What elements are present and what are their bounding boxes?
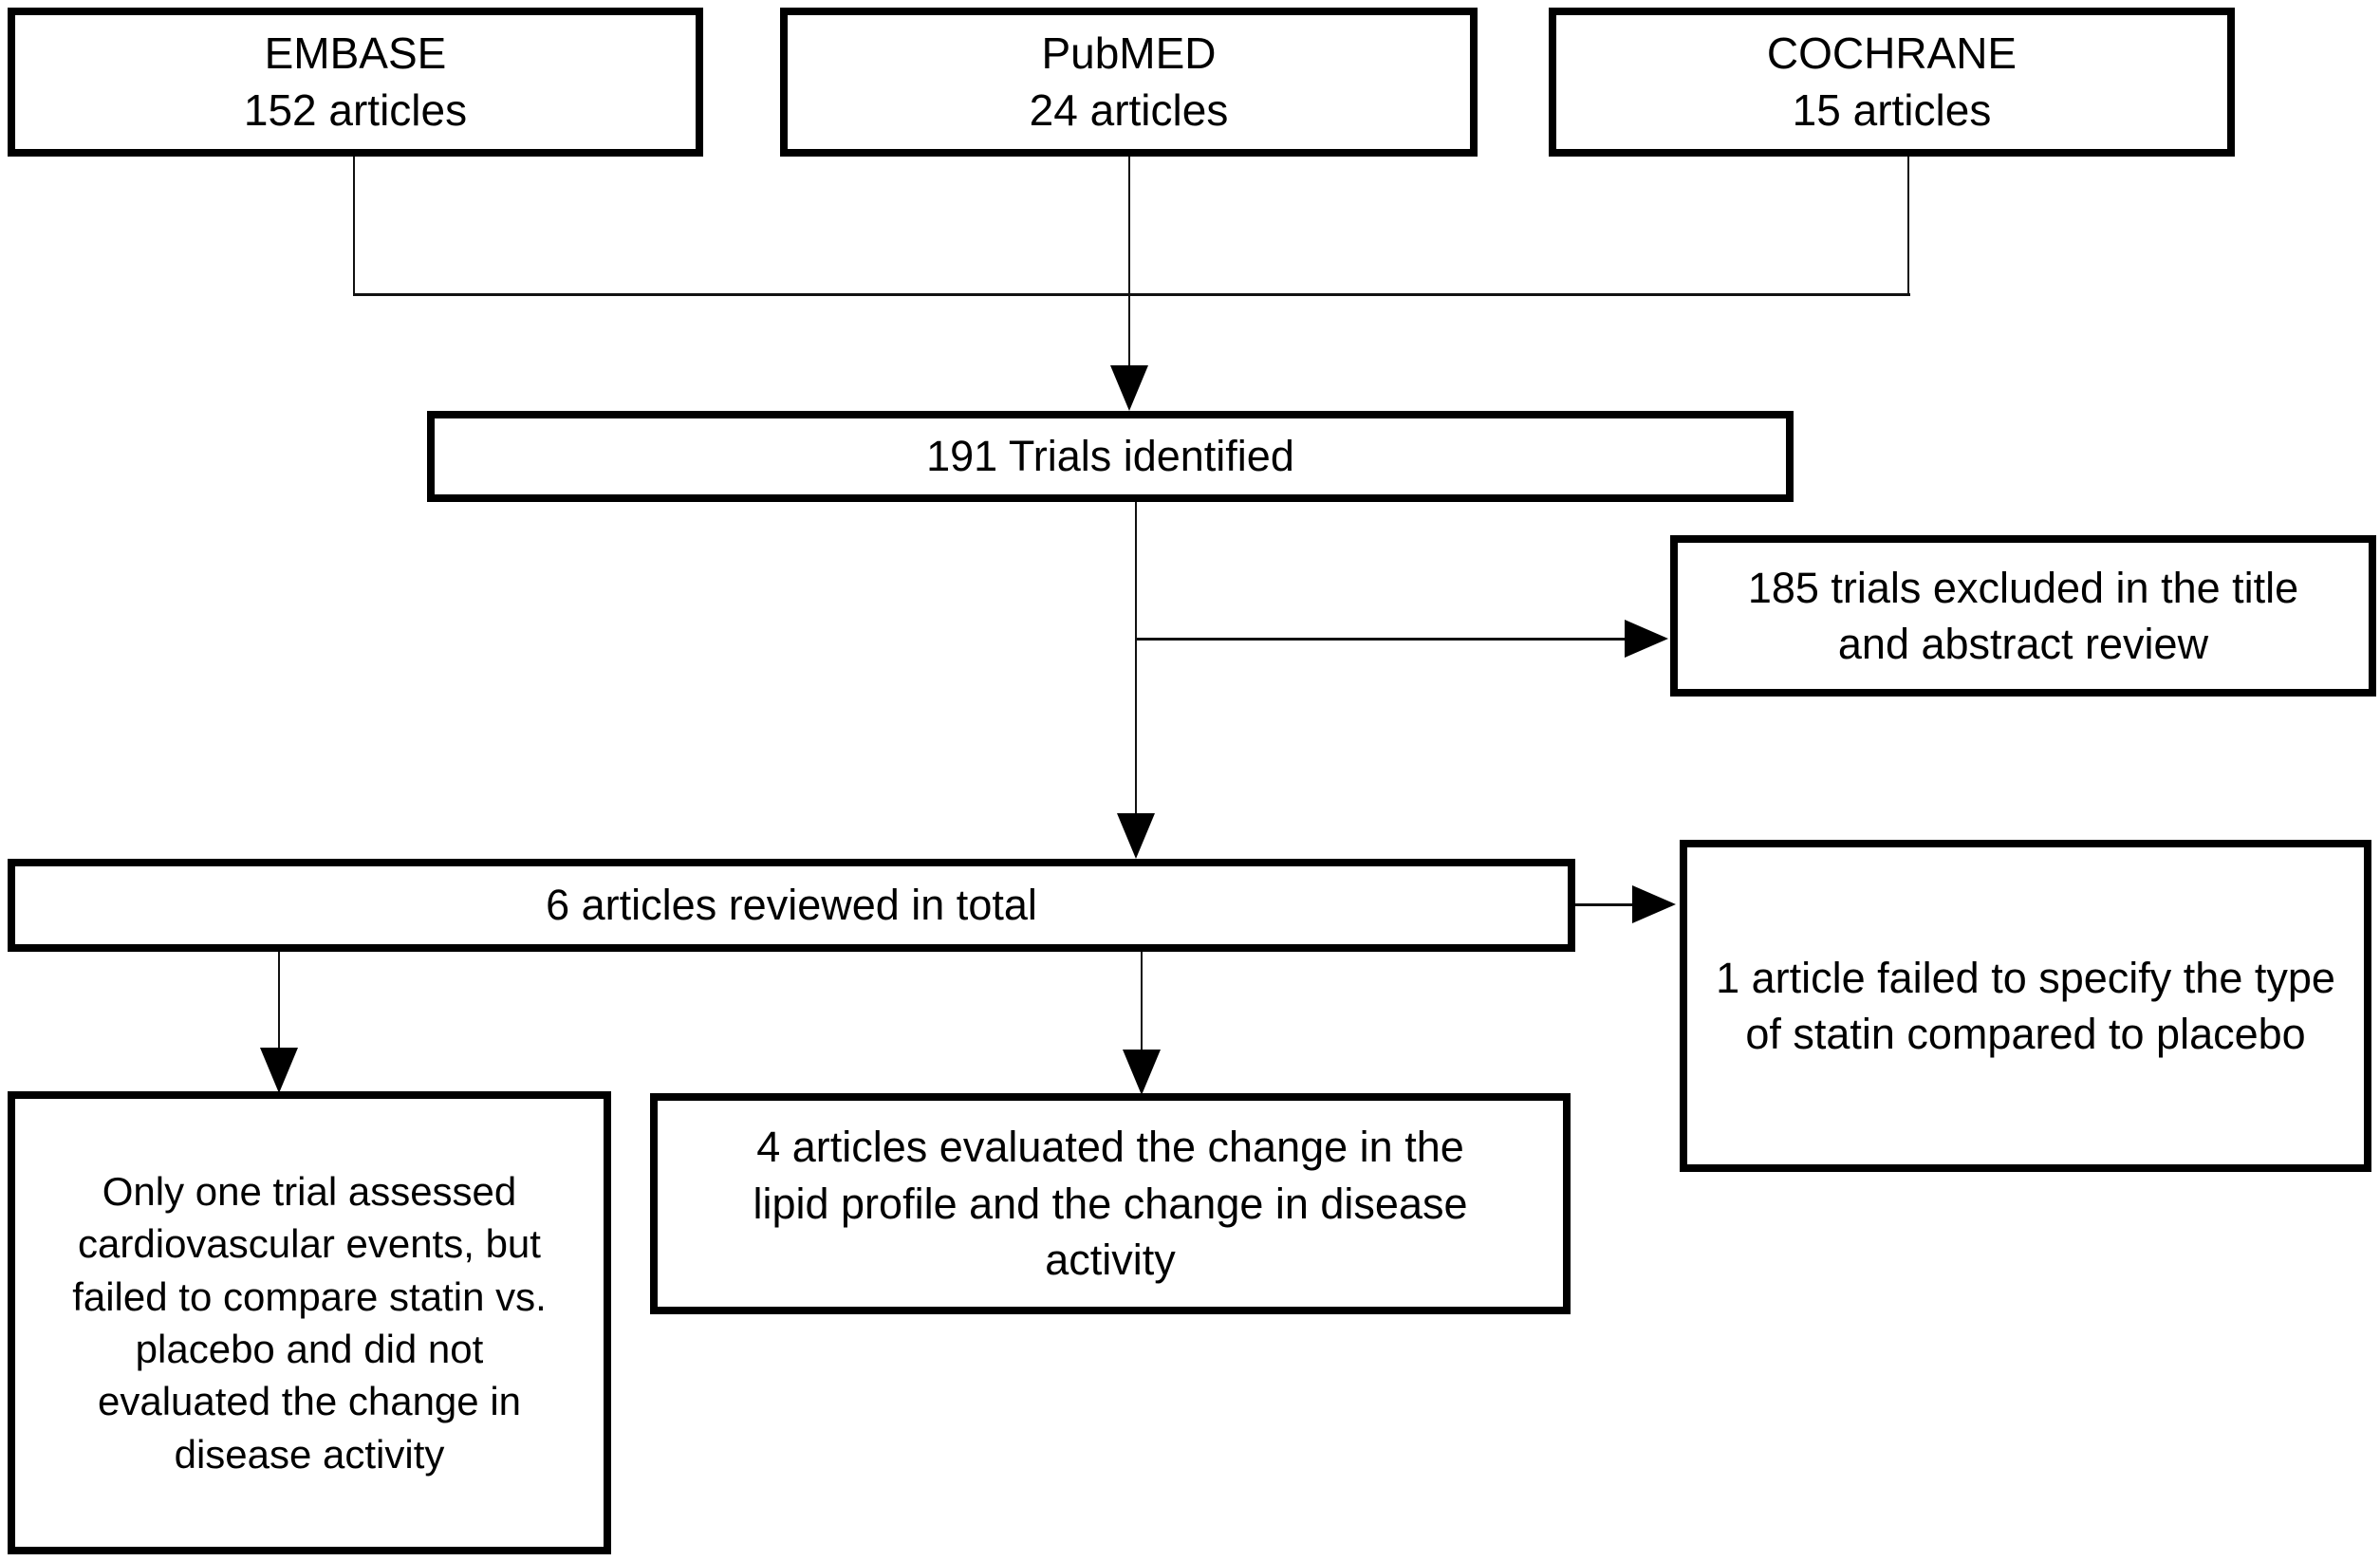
- failed-to-specify-box: 1 article failed to specify the type of …: [1680, 840, 2371, 1172]
- connector-line-to-cardiovascular: [278, 952, 280, 1048]
- pubmed-source-count: 24 articles: [1029, 84, 1229, 135]
- arrowhead-down-icon: [260, 1048, 298, 1093]
- arrowhead-down-icon: [1110, 365, 1148, 411]
- trials-identified-box: 191 Trials identified: [427, 411, 1794, 502]
- cardiovascular-note-label: Only one trial assessed cardiovascular e…: [72, 1168, 547, 1477]
- cochrane-source-count: 15 articles: [1792, 84, 1992, 135]
- connector-line-pubmed: [1128, 157, 1130, 365]
- arrowhead-down-icon: [1123, 1050, 1161, 1095]
- connector-line-merge: [353, 293, 1910, 296]
- articles-reviewed-box: 6 articles reviewed in total: [8, 859, 1575, 952]
- connector-line-to-failed: [1575, 903, 1632, 906]
- arrowhead-right-icon: [1625, 620, 1668, 658]
- embase-source-box: EMBASE 152 articles: [8, 8, 703, 157]
- connector-line-cochrane: [1907, 157, 1909, 295]
- excluded-title-abstract-box: 185 trials excluded in the title and abs…: [1670, 535, 2376, 697]
- connector-line-to-lipid: [1141, 952, 1143, 1050]
- embase-source-name: EMBASE: [264, 28, 447, 78]
- lipid-profile-note-box: 4 articles evaluated the change in the l…: [650, 1093, 1571, 1314]
- arrowhead-down-icon: [1117, 813, 1155, 859]
- articles-reviewed-label: 6 articles reviewed in total: [546, 881, 1037, 930]
- connector-line-to-excluded: [1136, 638, 1625, 641]
- cardiovascular-note-box: Only one trial assessed cardiovascular e…: [8, 1091, 611, 1554]
- failed-to-specify-label: 1 article failed to specify the type of …: [1716, 953, 2335, 1058]
- pubmed-source-name: PubMED: [1041, 28, 1217, 78]
- cochrane-source-name: COCHRANE: [1766, 28, 2017, 78]
- lipid-profile-note-label: 4 articles evaluated the change in the l…: [753, 1123, 1468, 1285]
- cochrane-source-box: COCHRANE 15 articles: [1549, 8, 2235, 157]
- excluded-title-abstract-label: 185 trials excluded in the title and abs…: [1747, 563, 2299, 668]
- connector-line-identified-to-reviewed: [1135, 502, 1137, 813]
- connector-line-embase: [353, 157, 355, 295]
- arrowhead-right-icon: [1632, 885, 1676, 923]
- trials-identified-label: 191 Trials identified: [926, 432, 1294, 481]
- embase-source-count: 152 articles: [243, 84, 468, 135]
- pubmed-source-box: PubMED 24 articles: [780, 8, 1478, 157]
